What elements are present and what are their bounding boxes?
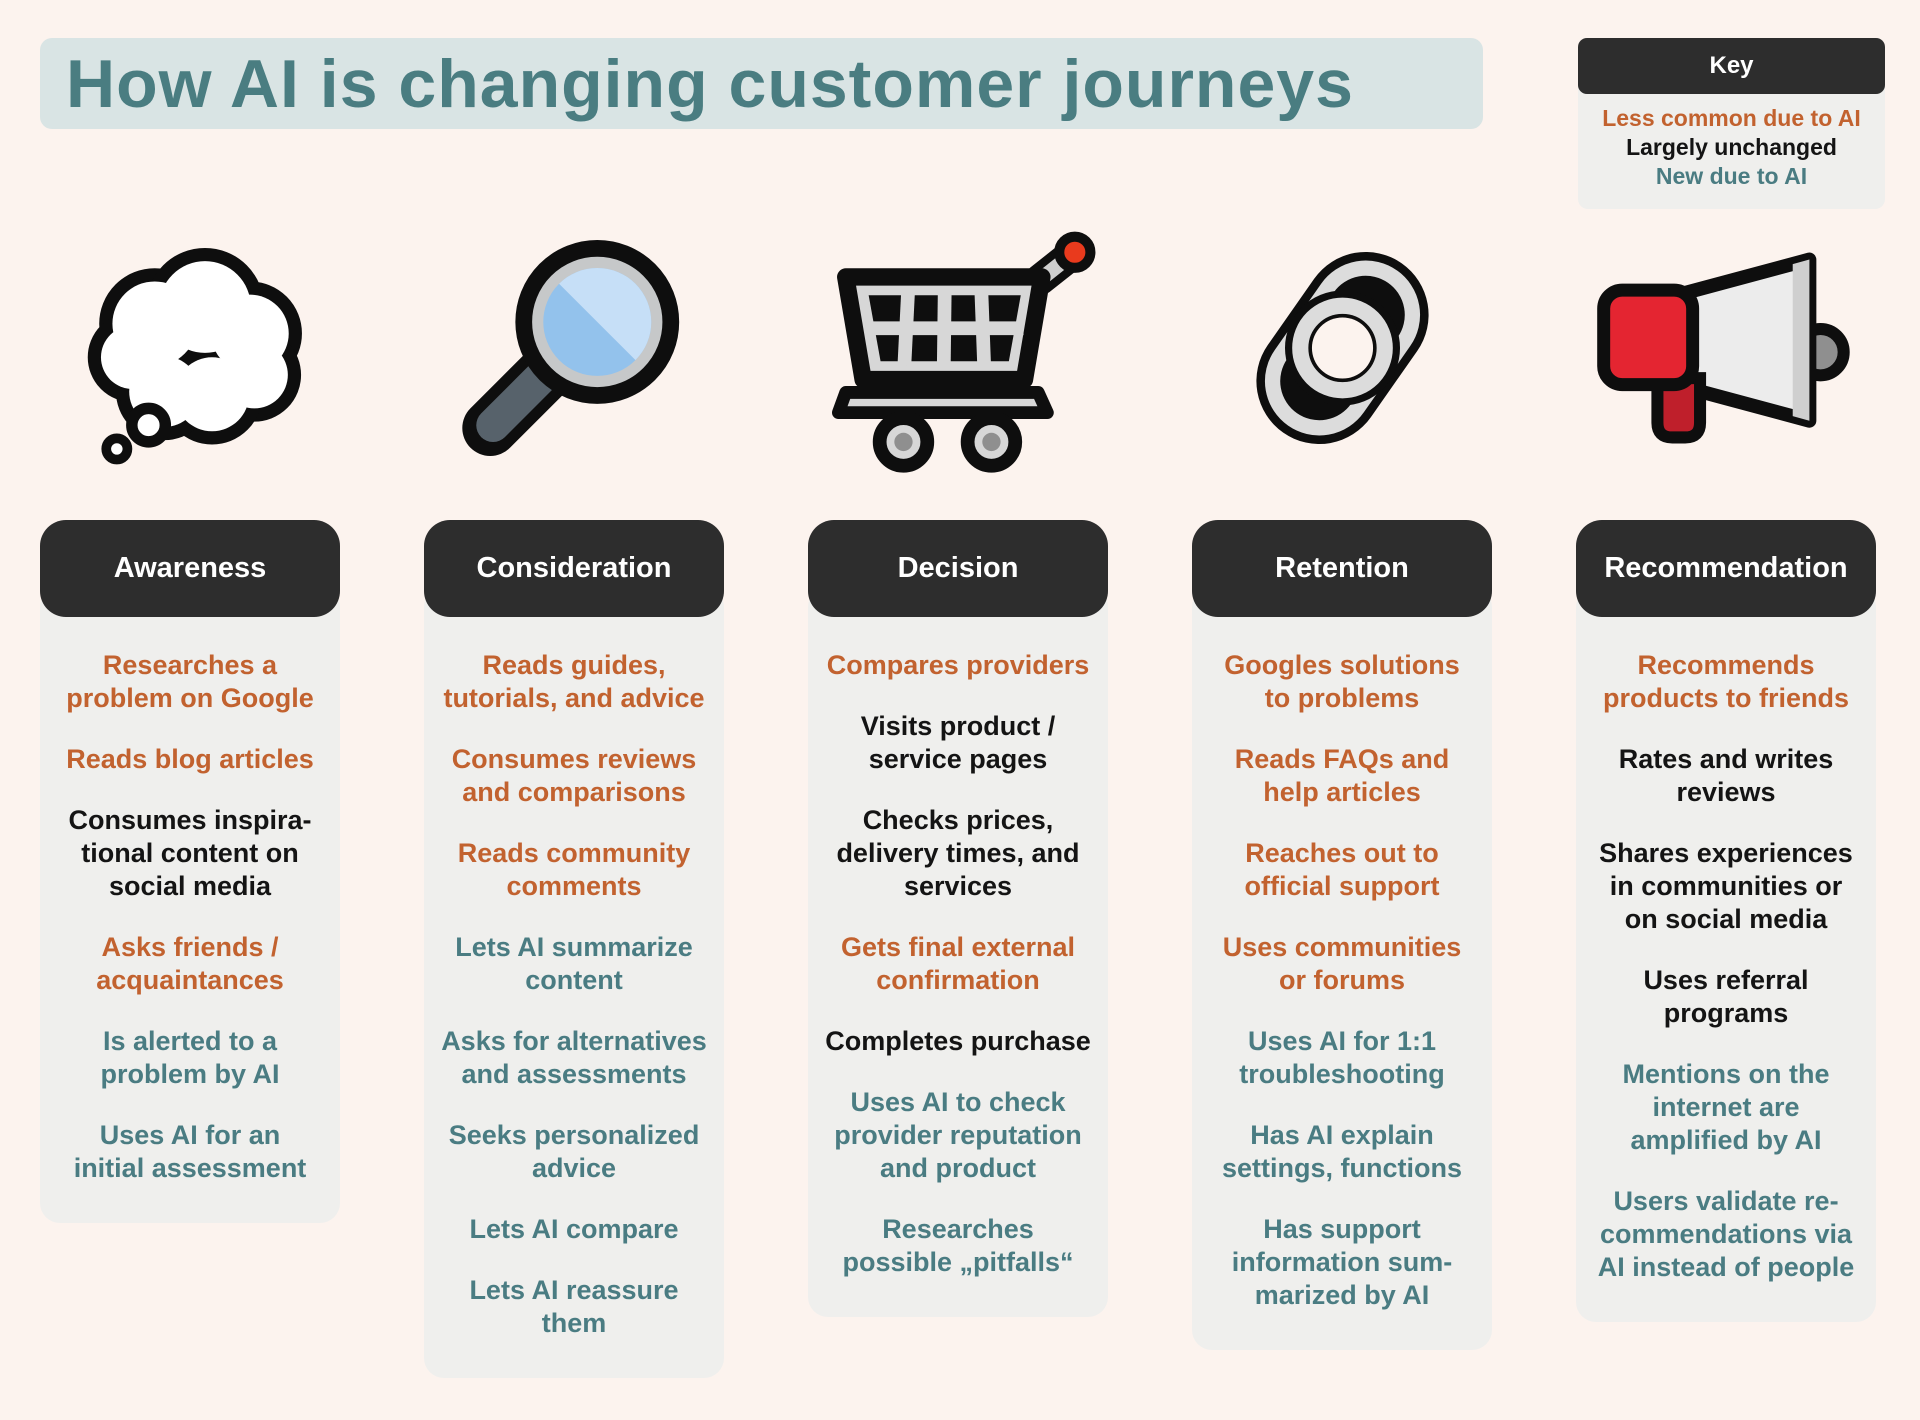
journey-item: Consumes inspira- tional content on soci… <box>68 805 312 901</box>
journey-item: Consumes reviews and comparisons <box>451 744 697 807</box>
journey-item: Reads guides, tutorials, and advice <box>443 650 705 713</box>
journey-item: Gets final external confirmation <box>840 932 1076 995</box>
journey-columns: Awareness Researches a problem on Google… <box>0 520 1920 1378</box>
stage-header: Decision <box>808 520 1108 617</box>
journey-column: Recommendation Recommends products to fr… <box>1576 520 1876 1322</box>
journey-item: Researches possible „pitfalls“ <box>842 1214 1074 1277</box>
journey-item: Checks prices, delivery times, and servi… <box>836 805 1080 901</box>
stage-icons-row <box>0 220 1920 475</box>
journey-item: Googles solutions to problems <box>1224 650 1460 713</box>
journey-item: Users validate re- commendations via AI … <box>1597 1186 1855 1282</box>
journey-item: Rates and writes reviews <box>1618 744 1834 807</box>
journey-item: Reaches out to official support <box>1244 838 1440 901</box>
stage-header-label: Awareness <box>113 552 267 584</box>
stage-header-label: Recommendation <box>1604 552 1848 584</box>
stage-header-label: Consideration <box>476 552 672 584</box>
journey-item: Seeks personalized advice <box>448 1120 700 1183</box>
journey-item: Visits product / service pages <box>860 711 1056 774</box>
journey-item: Lets AI compare <box>469 1214 679 1244</box>
journey-item: Has support information sum- marized by … <box>1231 1214 1453 1310</box>
recommendation-icon-cell <box>1576 220 1876 475</box>
journey-item: Completes purchase <box>825 1026 1091 1056</box>
shopping-cart-icon <box>832 231 1096 473</box>
journey-item: Shares experiences in communities or on … <box>1599 838 1853 934</box>
journey-column: Consideration Reads guides, tutorials, a… <box>424 520 724 1378</box>
journey-column: Awareness Researches a problem on Google… <box>40 520 340 1223</box>
journey-item: Compares providers <box>826 650 1090 680</box>
journey-item: Reads blog articles <box>66 744 314 774</box>
journey-item: Uses AI to check provider reputation and… <box>834 1087 1082 1183</box>
journey-item: Uses AI for 1:1 troubleshooting <box>1239 1026 1445 1089</box>
stage-header-label: Retention <box>1275 552 1409 584</box>
title-band: How AI is changing customer journeys <box>40 38 1483 129</box>
journey-item: Asks friends / acquaintances <box>96 932 284 995</box>
legend: Key Less common due to AI Largely unchan… <box>1578 38 1885 209</box>
legend-header: Key <box>1578 38 1885 94</box>
journey-item: Uses AI for an initial assessment <box>73 1120 307 1183</box>
stage-header: Retention <box>1192 520 1492 617</box>
stage-header: Awareness <box>40 520 340 617</box>
legend-entry-new: New due to AI <box>1655 163 1808 189</box>
journey-item: Lets AI reassure them <box>469 1275 679 1338</box>
stage-header: Recommendation <box>1576 520 1876 617</box>
journey-item: Lets AI summarize content <box>455 932 693 995</box>
legend-title: Key <box>1709 52 1754 79</box>
journey-item: Mentions on the internet are amplified b… <box>1622 1059 1830 1155</box>
stage-header-label: Decision <box>897 552 1019 584</box>
legend-entry-unchanged: Largely unchanged <box>1626 134 1837 160</box>
retention-icon-cell <box>1192 220 1492 475</box>
journey-item: Uses referral programs <box>1643 965 1809 1028</box>
page-title: How AI is changing customer journeys <box>66 46 1354 122</box>
thought-bubble-icon <box>87 247 302 464</box>
decision-icon-cell <box>808 220 1108 475</box>
journey-item: Has AI explain settings, functions <box>1221 1120 1462 1183</box>
journey-item: Recommends products to friends <box>1602 650 1849 713</box>
journey-item: Researches a problem on Google <box>66 650 314 713</box>
megaphone-icon <box>1597 252 1850 443</box>
page-header: How AI is changing customer journeys Key… <box>0 0 1920 209</box>
chain-link-icon <box>1255 251 1429 444</box>
journey-item: Reads FAQs and help articles <box>1234 744 1450 807</box>
stage-header: Consideration <box>424 520 724 617</box>
journey-item: Is alerted to a problem by AI <box>100 1026 280 1089</box>
legend-entry-less-common: Less common due to AI <box>1602 105 1861 131</box>
journey-item: Reads community comments <box>457 838 691 901</box>
journey-item: Asks for alternatives and assessments <box>441 1026 707 1089</box>
consideration-icon-cell <box>424 220 724 475</box>
magnifying-glass-icon <box>462 239 680 456</box>
legend-body: Less common due to AI Largely unchanged … <box>1578 86 1885 209</box>
awareness-icon-cell <box>40 220 340 475</box>
journey-item: Uses communities or forums <box>1222 932 1462 995</box>
